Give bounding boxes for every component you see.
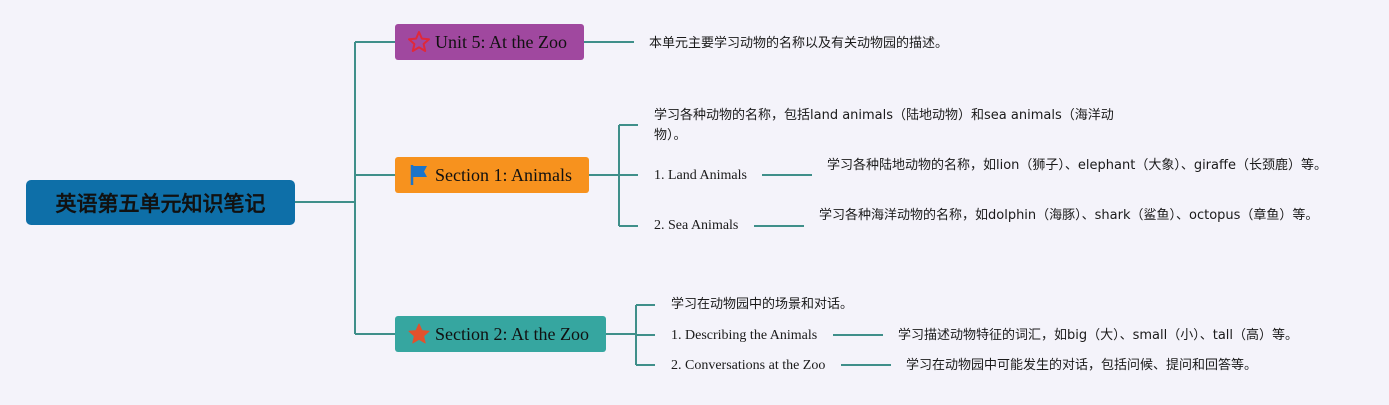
section1-item-sea-animals-note: 学习各种海洋动物的名称，如dolphin（海豚）、shark（鲨鱼）、octop… [819, 208, 1319, 223]
flag-icon [410, 165, 427, 185]
unit-title: Unit 5: At the Zoo [435, 31, 567, 52]
section2-item-describing[interactable]: 1. Describing the Animals [671, 328, 818, 343]
unit-note: 本单元主要学习动物的名称以及有关动物园的描述。 [649, 36, 949, 51]
section1-title: Section 1: Animals [435, 164, 572, 185]
unit-node[interactable]: Unit 5: At the Zoo [395, 24, 584, 60]
section1-item-land-animals-note: 学习各种陆地动物的名称，如lion（狮子）、elephant（大象）、giraf… [827, 158, 1327, 173]
root-node[interactable]: 英语第五单元知识笔记 [26, 180, 295, 225]
section1-summary: 学习各种动物的名称，包括land animals（陆地动物）和sea anima… [654, 108, 1114, 143]
section1-item-sea-animals[interactable]: 2. Sea Animals [654, 218, 739, 233]
section1-node[interactable]: Section 1: Animals [395, 157, 589, 193]
section2-item-describing-note: 学习描述动物特征的词汇，如big（大）、small（小）、tall（高）等。 [898, 328, 1299, 343]
section2-item-conversations-note: 学习在动物园中可能发生的对话，包括问候、提问和回答等。 [906, 358, 1258, 373]
root-title: 英语第五单元知识笔记 [55, 191, 266, 216]
star-filled-icon [408, 323, 430, 344]
section2-title: Section 2: At the Zoo [435, 323, 589, 344]
section1-item-land-animals[interactable]: 1. Land Animals [654, 168, 747, 183]
section2-summary: 学习在动物园中的场景和对话。 [671, 297, 854, 312]
star-outline-icon [408, 31, 430, 52]
section2-node[interactable]: Section 2: At the Zoo [395, 316, 606, 352]
section2-item-conversations[interactable]: 2. Conversations at the Zoo [671, 358, 826, 373]
